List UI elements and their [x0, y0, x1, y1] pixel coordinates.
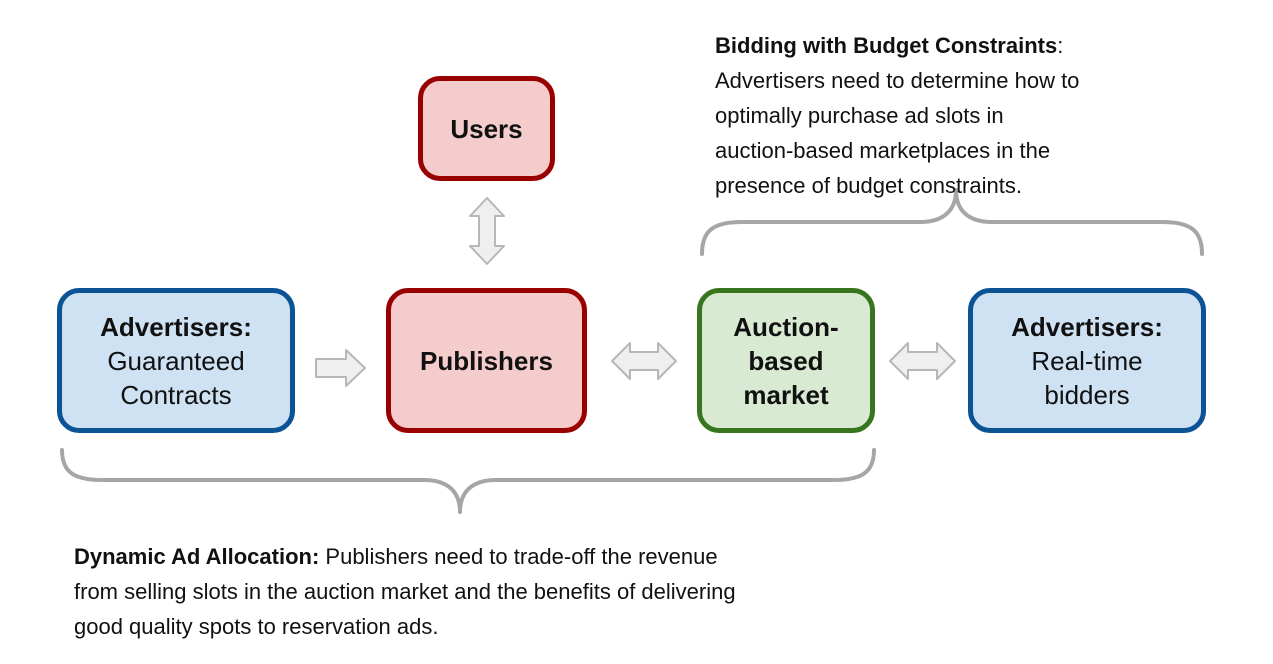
- auction-market-line3: market: [743, 379, 829, 410]
- users-node: Users: [418, 76, 555, 181]
- dynamic-note-title: Dynamic Ad Allocation:: [74, 544, 320, 569]
- auction-market-line2: based: [748, 345, 824, 376]
- bidding-note-colon: :: [1057, 33, 1064, 58]
- left-right-arrow-icon: [889, 342, 956, 380]
- left-right-arrow-icon: [611, 342, 677, 380]
- advertisers-guaranteed-title: Advertisers:: [100, 311, 252, 342]
- advertisers-rtb-line2: bidders: [1044, 379, 1130, 410]
- bidding-budget-note: Bidding with Budget Constraints: Adverti…: [715, 28, 1195, 203]
- auction-market-line1: Auction-: [733, 311, 839, 342]
- dynamic-note-first-line: Dynamic Ad Allocation: Publishers need t…: [74, 539, 874, 574]
- advertisers-guaranteed-line1: Guaranteed: [107, 345, 245, 376]
- right-arrow-icon: [315, 349, 366, 387]
- curly-brace-icon: [700, 188, 1204, 256]
- bidding-note-line2: optimally purchase ad slots in: [715, 103, 1004, 128]
- auction-market-node: Auction- based market: [697, 288, 875, 433]
- dynamic-note-line1: Publishers need to trade-off the revenue: [319, 544, 718, 569]
- bidding-note-line3: auction-based marketplaces in the: [715, 138, 1051, 163]
- advertisers-rtb-node: Advertisers: Real-time bidders: [968, 288, 1206, 433]
- up-down-arrow-icon: [469, 197, 505, 265]
- advertisers-rtb-title: Advertisers:: [1011, 311, 1163, 342]
- advertisers-rtb-line1: Real-time: [1031, 345, 1143, 376]
- bidding-note-line4: presence of budget constraints.: [715, 173, 1022, 198]
- publishers-node: Publishers: [386, 288, 587, 433]
- advertisers-guaranteed-node: Advertisers: Guaranteed Contracts: [57, 288, 295, 433]
- curly-brace-icon: [60, 448, 876, 514]
- dynamic-note-line3: good quality spots to reservation ads.: [74, 614, 439, 639]
- dynamic-allocation-note: Dynamic Ad Allocation: Publishers need t…: [74, 539, 874, 644]
- publishers-label: Publishers: [420, 345, 553, 376]
- bidding-note-heading: Bidding with Budget Constraints:: [715, 28, 1195, 63]
- bidding-note-title: Bidding with Budget Constraints: [715, 33, 1058, 58]
- bidding-note-line1: Advertisers need to determine how to: [715, 68, 1080, 93]
- users-label: Users: [450, 113, 523, 144]
- advertisers-guaranteed-line2: Contracts: [120, 379, 232, 410]
- dynamic-note-line2: from selling slots in the auction market…: [74, 579, 736, 604]
